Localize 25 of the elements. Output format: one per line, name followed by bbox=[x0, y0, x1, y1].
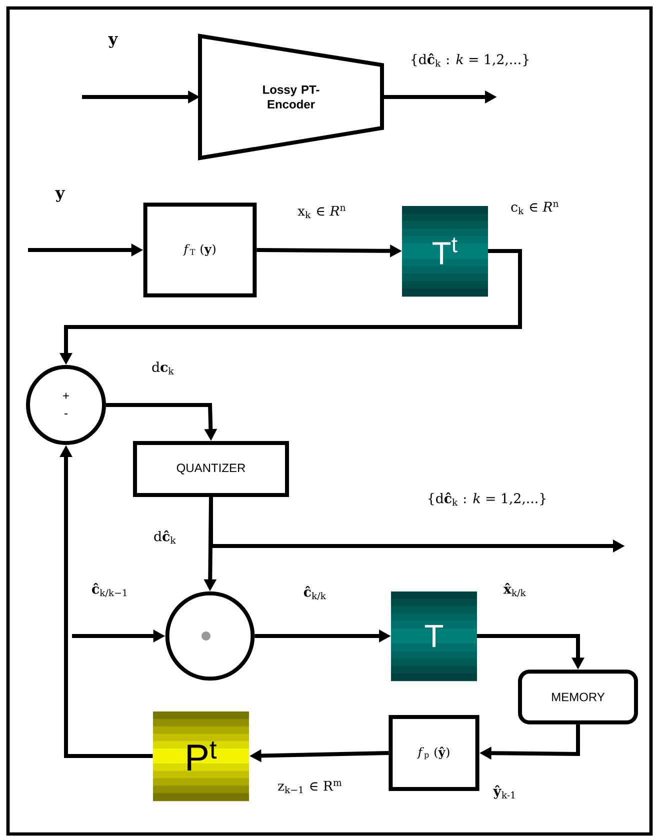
edge-label: {dĉ$_{k}$ : k = 1,2,...} bbox=[428, 492, 546, 506]
edge-label: x$_{k}$ ∈ R$^{n}$ bbox=[298, 206, 346, 218]
edge-label: x̂$_{k/k}$ bbox=[503, 583, 526, 597]
transform-block: T bbox=[391, 592, 477, 682]
node-label: T$^{t}$ bbox=[432, 238, 458, 264]
edge-label: ĉ$_{k/k}$ bbox=[304, 586, 326, 600]
projection-block: P$^{t}$ bbox=[153, 712, 249, 802]
edge-label: dc$_{k}$ bbox=[152, 362, 174, 374]
multiplier-circle bbox=[165, 591, 255, 681]
edge-label: {dĉ$_{k}$ : k = 1,2,...} bbox=[412, 53, 528, 67]
edge-label: c$_{k}$ ∈ R$^{n}$ bbox=[511, 202, 558, 214]
transform-block: T$^{t}$ bbox=[402, 206, 488, 297]
memory-box: MEMORY bbox=[518, 670, 638, 724]
edge-label: ĉ$_{k/k−1}$ bbox=[92, 583, 126, 597]
node-label: P$^{t}$ bbox=[188, 742, 217, 770]
edge-label: y bbox=[55, 190, 66, 202]
edge-label: y bbox=[108, 36, 118, 48]
node-label: T bbox=[424, 624, 444, 648]
edge-label: ŷ$_{k-1}$ bbox=[493, 785, 515, 799]
edge-label: dĉ$_{k}$ bbox=[154, 530, 176, 544]
quantizer-box: QUANTIZER bbox=[133, 441, 289, 497]
function-box: f$_{p}$ (ŷ) bbox=[388, 715, 480, 791]
function-box: f$_{T}$ (y) bbox=[143, 202, 257, 298]
edge-label: z$_{k−1}$ ∈ R$^{m}$ bbox=[278, 780, 342, 794]
summing-junction: + - bbox=[26, 365, 106, 445]
